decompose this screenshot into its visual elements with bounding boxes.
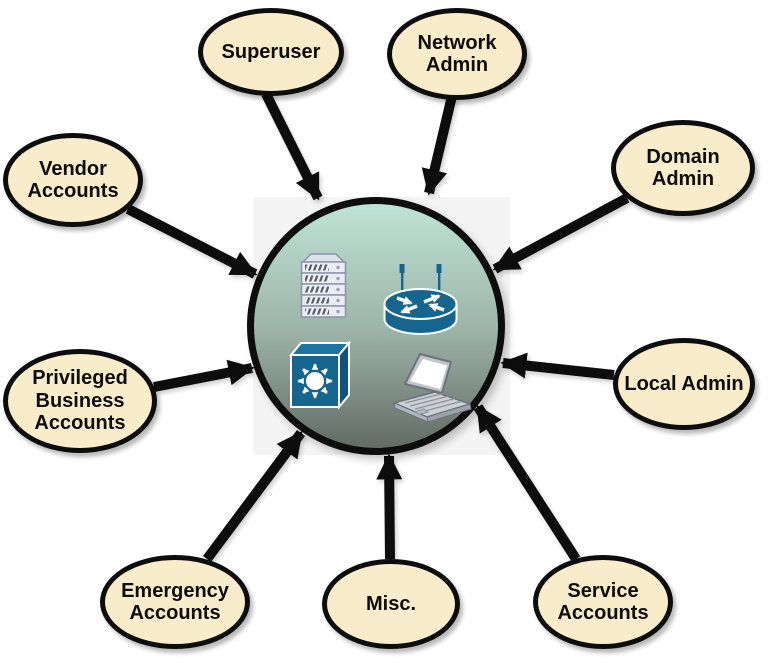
node-label-network-admin: Network Admin <box>417 31 497 76</box>
laptop-icon <box>393 353 472 422</box>
node-domain-admin: Domain Admin <box>611 120 755 216</box>
node-label-vendor-accounts: Vendor Accounts <box>27 157 119 202</box>
network-switch-icon <box>288 340 352 410</box>
node-label-privileged-business-accounts: Privileged Business Accounts <box>32 367 128 435</box>
node-superuser: Superuser <box>198 8 344 96</box>
node-label-emergency-accounts: Emergency Accounts <box>121 579 229 624</box>
node-label-domain-admin: Domain Admin <box>646 145 720 190</box>
node-local-admin: Local Admin <box>613 338 755 430</box>
arrow-from-misc <box>376 453 403 560</box>
arrow-from-domain-admin <box>492 193 630 274</box>
node-service-accounts: Service Accounts <box>533 555 673 649</box>
arrow-from-local-admin <box>500 352 615 380</box>
node-label-superuser: Superuser <box>221 40 321 63</box>
wireless-router-icon <box>383 264 458 335</box>
arrow-from-emergency-accounts <box>202 430 306 562</box>
node-label-local-admin: Local Admin <box>624 372 744 395</box>
arrow-from-superuser <box>261 91 323 201</box>
node-label-misc: Misc. <box>365 592 417 615</box>
arrow-from-vendor-accounts <box>125 204 258 279</box>
node-network-admin: Network Admin <box>387 8 527 100</box>
arrow-from-privileged-business-accounts <box>153 359 255 392</box>
arrow-from-service-accounts <box>473 404 581 562</box>
node-emergency-accounts: Emergency Accounts <box>100 555 250 649</box>
node-vendor-accounts: Vendor Accounts <box>3 133 143 227</box>
arrow-from-network-admin <box>421 94 457 196</box>
node-label-service-accounts: Service Accounts <box>557 579 649 624</box>
node-misc: Misc. <box>322 559 460 649</box>
node-privileged-business-accounts: Privileged Business Accounts <box>3 349 157 453</box>
server-icon <box>300 253 347 318</box>
